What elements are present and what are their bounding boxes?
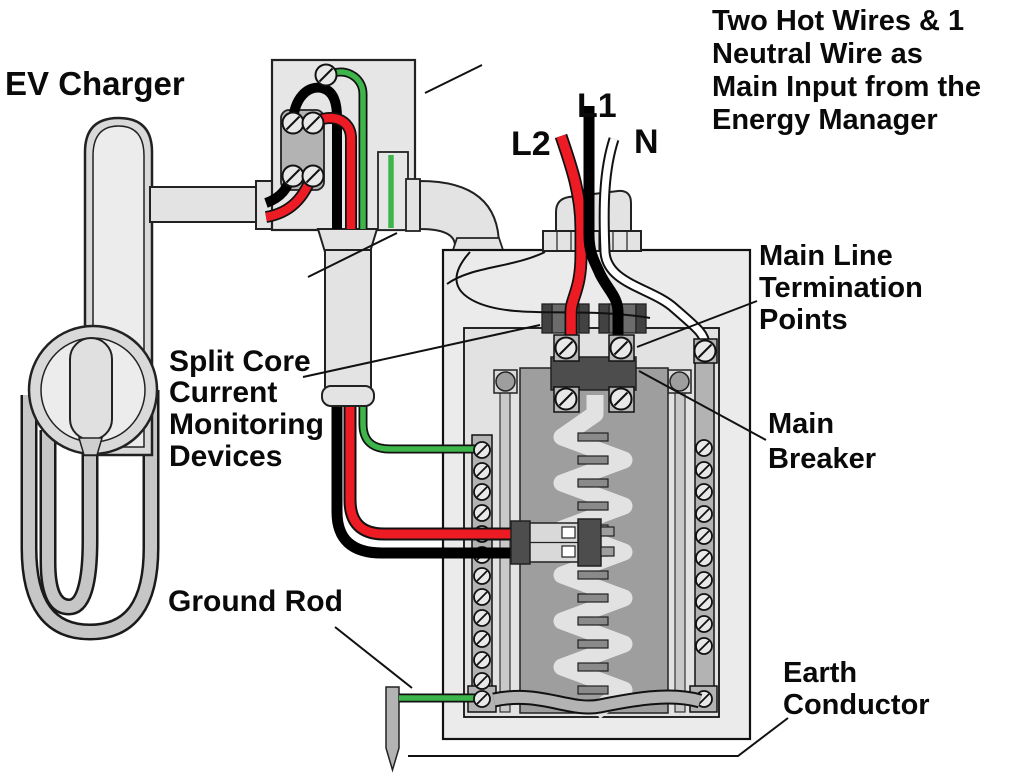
main-breaker-label: Main	[768, 408, 834, 440]
strap-screw	[473, 672, 491, 690]
ground-rod-label: Ground Rod	[168, 585, 343, 618]
split-core-label: Split Core	[169, 345, 311, 378]
top-note-line: Neutral Wire as	[712, 38, 923, 70]
neutral-termination-screw	[693, 339, 717, 363]
vertical-conduit	[324, 249, 372, 391]
top-note-line: Energy Manager	[712, 104, 938, 136]
terminal-screw	[301, 164, 325, 188]
ev-charger	[20, 116, 273, 641]
main-line-termination-label: Termination	[759, 272, 923, 304]
labels: EV Charger Two Hot Wires & 1 Neutral Wir…	[5, 5, 981, 721]
main-line-termination-lugs	[553, 334, 718, 364]
right-rail	[674, 387, 686, 713]
leader-lines	[302, 64, 789, 757]
terminal-screw	[281, 164, 305, 188]
earth-conductor-label: Conductor	[783, 689, 930, 721]
elbow-flange-panel-side	[451, 237, 505, 251]
ground-bus-screw	[473, 441, 491, 459]
ev-charger-label: EV Charger	[5, 65, 185, 102]
ev-red-feed	[345, 402, 516, 539]
terminal-screw	[281, 111, 305, 135]
n-label: N	[634, 123, 659, 161]
right-rail-bolt	[669, 371, 690, 392]
charging-plug-collar	[77, 437, 104, 456]
l2-termination-screw	[554, 336, 578, 360]
charging-plug	[69, 337, 113, 441]
main-breaker-leader	[638, 370, 767, 441]
ground-bus-screw	[473, 690, 491, 708]
terminal-screw	[301, 111, 325, 135]
black-wire-loop	[288, 82, 342, 229]
junction-box	[264, 58, 505, 391]
split-core-label: Current	[169, 376, 277, 409]
panel-wire-curve	[455, 251, 651, 319]
ev-ground-feed	[360, 402, 478, 452]
split-core-leader	[302, 324, 541, 378]
main-line-termination-label: Points	[759, 304, 848, 336]
ground-rod	[385, 686, 400, 773]
conduit-bushing	[321, 385, 375, 407]
top-note-line: Two Hot Wires & 1	[712, 5, 964, 37]
conduit-leader	[307, 232, 398, 278]
ground-bus-bar	[467, 434, 497, 713]
left-rail-bolt	[495, 371, 516, 392]
ev-two-pole-breaker	[510, 518, 615, 567]
main-line-termination-label: Main Line	[759, 240, 893, 272]
main-breaker-body	[550, 356, 637, 391]
lug-screw	[609, 387, 633, 411]
l1-termination-screw	[609, 336, 633, 360]
earth-conductor-label: Earth	[783, 657, 857, 689]
panel-wire-curve	[446, 251, 546, 285]
conduit-reducer	[316, 228, 379, 253]
top-note-line: Main Input from the	[712, 71, 981, 103]
ground-screw	[314, 63, 338, 87]
split-core-label: Monitoring	[169, 408, 324, 441]
elbow-conduit	[419, 179, 501, 247]
l1-label: L1	[577, 87, 617, 125]
termination-leader	[636, 300, 758, 348]
bonding-strap	[492, 691, 702, 713]
earth-conductor-leader	[408, 717, 789, 757]
ground-rod-leader	[334, 626, 413, 689]
ev-black-feed	[331, 402, 516, 559]
l2-label: L2	[511, 125, 551, 163]
split-core-label: Devices	[169, 440, 282, 473]
charging-cable	[20, 390, 160, 641]
elbow-flange-box-side	[405, 178, 421, 232]
junction-box-leader	[424, 64, 483, 94]
lug-screw	[554, 387, 578, 411]
main-breaker-label: Breaker	[768, 443, 876, 475]
charger-conduit	[149, 186, 259, 223]
